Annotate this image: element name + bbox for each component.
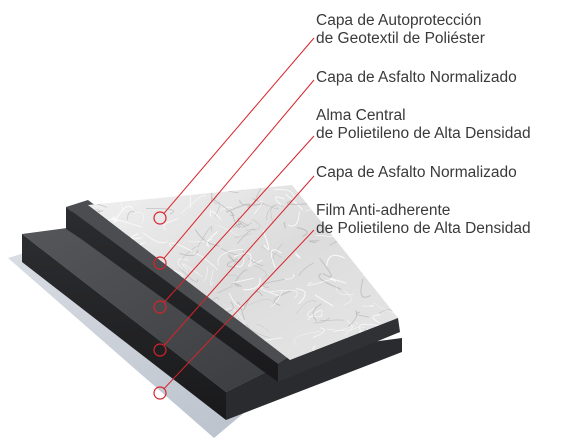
label-line: Alma Central [316, 107, 406, 124]
asphalt-upper-top [66, 200, 292, 364]
leader-line-alma-central [163, 135, 315, 303]
label-asfalto-inferior: Capa de Asfalto Normalizado [316, 164, 517, 182]
leader-lines [153, 37, 315, 400]
asphalt-lower-side [226, 338, 402, 420]
label-line: Film Anti-adherente [316, 202, 451, 219]
leader-marker-geotextil [153, 211, 167, 225]
asphalt-upper-front [66, 207, 278, 382]
asphalt-upper-side [278, 318, 400, 382]
label-line: de Polietileno de Alta Densidad [316, 220, 531, 237]
leader-line-asfalto-inferior [163, 175, 315, 346]
label-asfalto-superior: Capa de Asfalto Normalizado [316, 69, 517, 87]
leader-marker-film [153, 386, 167, 400]
label-line: Capa de Asfalto Normalizado [316, 164, 517, 181]
leader-line-film [163, 229, 315, 389]
asphalt-lower-front [22, 234, 226, 420]
label-line: de Geotextil de Poliéster [316, 30, 485, 47]
leader-line-geotextil [163, 37, 315, 214]
leader-marker-alma-central [153, 300, 167, 314]
label-line: Capa de Autoprotección [316, 12, 482, 29]
label-line: de Polietileno de Alta Densidad [316, 125, 531, 142]
leader-marker-asfalto-superior [153, 256, 167, 270]
leader-line-asfalto-superior [163, 79, 315, 259]
label-line: Capa de Asfalto Normalizado [316, 69, 517, 86]
leader-marker-asfalto-inferior [153, 343, 167, 357]
